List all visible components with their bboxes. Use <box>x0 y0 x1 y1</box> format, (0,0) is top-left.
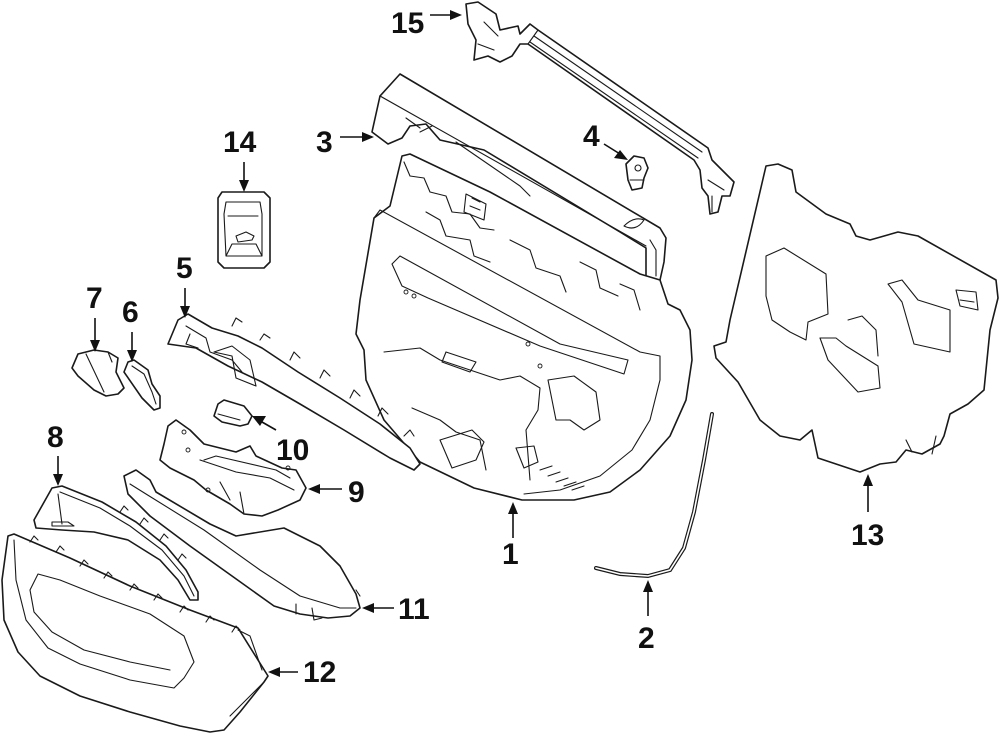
arrow-icon <box>614 150 628 160</box>
callout-12: 12 <box>268 656 336 689</box>
arrow-icon <box>252 416 266 426</box>
part-10-handle-insert[interactable] <box>213 399 253 427</box>
part-1-door-trim-panel[interactable] <box>355 153 693 501</box>
callout-label-11: 11 <box>398 593 430 626</box>
callout-label-7: 7 <box>86 282 103 315</box>
part-5-switch-bezel-bracket[interactable] <box>167 313 421 471</box>
callout-4: 4 <box>583 120 628 160</box>
callout-9: 9 <box>308 476 365 509</box>
callout-15: 15 <box>391 7 462 40</box>
callout-13: 13 <box>851 474 884 552</box>
arrow-icon <box>239 180 249 192</box>
callout-label-2: 2 <box>638 622 655 655</box>
callout-label-10: 10 <box>276 434 309 467</box>
part-4-clip[interactable] <box>625 155 649 191</box>
leader-line-4 <box>603 143 621 155</box>
part-3-upper-trim-panel[interactable] <box>371 73 667 285</box>
callout-label-15: 15 <box>391 7 424 40</box>
callout-label-6: 6 <box>122 296 139 329</box>
part-15-belt-molding[interactable] <box>465 1 735 215</box>
arrow-icon <box>180 306 190 318</box>
arrow-icon <box>362 603 374 613</box>
callout-label-4: 4 <box>583 120 600 153</box>
callout-label-13: 13 <box>851 519 884 552</box>
callout-3: 3 <box>316 126 374 159</box>
callout-14: 14 <box>223 126 257 192</box>
part-11-armrest[interactable] <box>123 469 361 621</box>
callout-label-3: 3 <box>316 126 333 159</box>
part-8-trim-molding[interactable] <box>33 485 199 601</box>
callout-10: 10 <box>252 416 309 467</box>
callout-8: 8 <box>47 421 64 486</box>
arrow-icon <box>127 350 137 362</box>
part-13-water-shield[interactable] <box>713 163 999 473</box>
part-6-trim-insert[interactable] <box>123 359 161 411</box>
callout-label-9: 9 <box>348 476 365 509</box>
arrow-icon <box>362 132 374 142</box>
callout-1: 1 <box>502 502 519 571</box>
callout-6: 6 <box>122 296 139 362</box>
arrow-icon <box>268 667 280 677</box>
callout-11: 11 <box>362 593 430 626</box>
arrow-icon <box>508 502 518 514</box>
callout-2: 2 <box>638 580 655 655</box>
part-12-lower-trim-panel[interactable] <box>1 533 269 733</box>
callout-label-8: 8 <box>47 421 64 454</box>
arrow-icon <box>90 340 100 352</box>
callout-5: 5 <box>176 252 193 318</box>
part-9-pull-handle-bracket[interactable] <box>159 419 307 517</box>
leader-line-10 <box>261 421 277 431</box>
arrow-icon <box>863 474 873 486</box>
arrow-icon <box>450 10 462 20</box>
part-7-end-cap[interactable] <box>71 349 125 397</box>
callout-label-12: 12 <box>303 656 336 689</box>
callout-label-5: 5 <box>176 252 193 285</box>
callout-7: 7 <box>86 282 103 352</box>
part-14-window-switch[interactable] <box>217 191 271 269</box>
part-2-weatherstrip[interactable] <box>594 412 714 579</box>
arrow-icon <box>308 484 320 494</box>
callout-label-14: 14 <box>223 126 257 159</box>
arrow-icon <box>643 580 653 592</box>
callout-label-1: 1 <box>502 538 519 571</box>
arrow-icon <box>53 474 63 486</box>
